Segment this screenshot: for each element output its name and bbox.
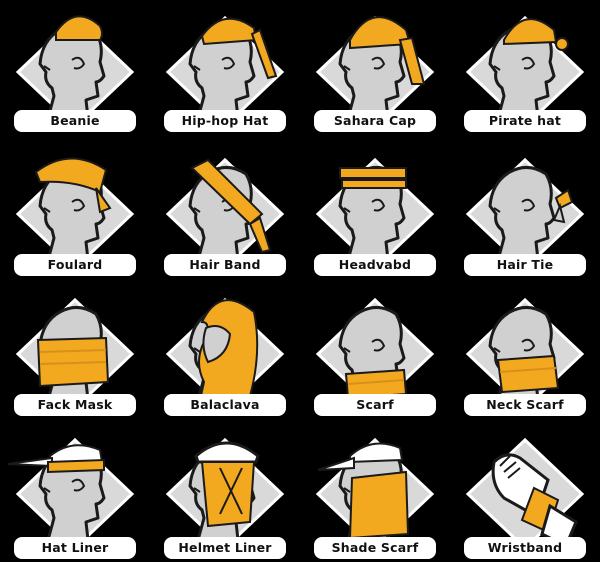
usage-tile-facemask: Fack Mask xyxy=(0,282,150,422)
usage-label: Beanie xyxy=(14,110,136,132)
usage-tile-neckscarf: Neck Scarf xyxy=(450,282,600,422)
usage-tile-sahara: Sahara Cap xyxy=(300,0,450,140)
balaclava-icon xyxy=(165,297,285,411)
usage-label: Fack Mask xyxy=(14,394,136,416)
neck-scarf-icon xyxy=(465,297,585,411)
sahara-cap-icon xyxy=(315,15,435,129)
usage-label: Neck Scarf xyxy=(464,394,586,416)
hair-tie-icon xyxy=(465,157,585,271)
beanie-icon xyxy=(15,15,135,129)
usage-label: Pirate hat xyxy=(464,110,586,132)
usage-tile-scarf: Scarf xyxy=(300,282,450,422)
usage-tile-foulard: Foulard xyxy=(0,142,150,282)
hat-liner-icon xyxy=(7,437,135,551)
usage-tile-balaclava: Balaclava xyxy=(150,282,300,422)
usage-tile-wrist: Wristband xyxy=(450,422,600,562)
usage-label: Hat Liner xyxy=(14,537,136,559)
usage-label: Wristband xyxy=(464,537,586,559)
usage-tile-hairtie: Hair Tie xyxy=(450,142,600,282)
helmet-liner-icon xyxy=(165,437,285,551)
usage-tile-pirate: Pirate hat xyxy=(450,0,600,140)
usage-tile-shade: Shade Scarf xyxy=(300,422,450,562)
usage-tile-hatliner: Hat Liner xyxy=(0,422,150,562)
usage-label: Hip-hop Hat xyxy=(164,110,286,132)
usage-label: Headvabd xyxy=(314,254,436,276)
usage-label: Hair Tie xyxy=(464,254,586,276)
usage-label: Sahara Cap xyxy=(314,110,436,132)
usage-label: Foulard xyxy=(14,254,136,276)
usage-label: Balaclava xyxy=(164,394,286,416)
usage-label: Helmet Liner xyxy=(164,537,286,559)
usage-tile-hiphop: Hip-hop Hat xyxy=(150,0,300,140)
usage-label: Hair Band xyxy=(164,254,286,276)
usage-tile-hairband: Hair Band xyxy=(150,142,300,282)
hip-hop-hat-icon xyxy=(165,15,285,129)
usage-label: Shade Scarf xyxy=(314,537,436,559)
usage-tile-beanie: Beanie xyxy=(0,0,150,140)
usage-tile-helmet: Helmet Liner xyxy=(150,422,300,562)
pirate-hat-icon xyxy=(465,15,585,129)
usage-label: Scarf xyxy=(314,394,436,416)
usage-tile-headband: Headvabd xyxy=(300,142,450,282)
foulard-icon xyxy=(15,157,135,271)
